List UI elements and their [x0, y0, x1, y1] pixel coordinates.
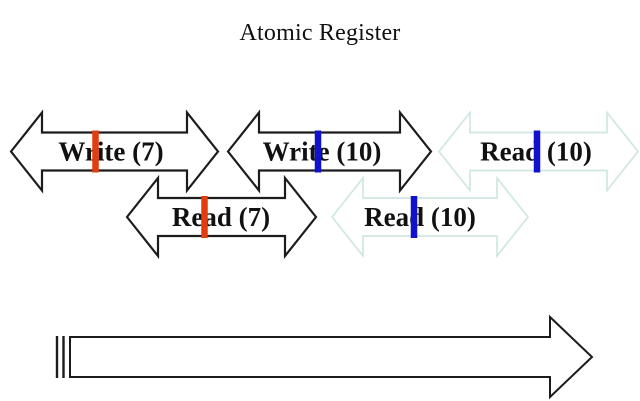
- operation-label-write-10: Write (10): [263, 137, 382, 167]
- time-axis-arrow: [69, 314, 594, 400]
- linearization-mark-read-10-first: [533, 130, 541, 173]
- operation-arrow-read-10-second: [330, 175, 530, 259]
- operation-arrow-read-7: [125, 174, 318, 260]
- operation-label-read-10-second: Read (10): [364, 202, 476, 232]
- diagram-title: Atomic Register: [239, 20, 401, 46]
- operation-arrow-write-10: [226, 109, 433, 194]
- operation-label-write-7: Write (7): [58, 137, 163, 167]
- operation-label-read-7: Read (7): [172, 202, 270, 232]
- linearization-mark-read-10-second: [410, 196, 418, 238]
- operation-arrow-write-7: [9, 109, 220, 194]
- linearization-mark-read-7: [201, 196, 208, 238]
- linearization-mark-write-10: [314, 130, 322, 173]
- linearization-mark-write-7: [92, 130, 99, 173]
